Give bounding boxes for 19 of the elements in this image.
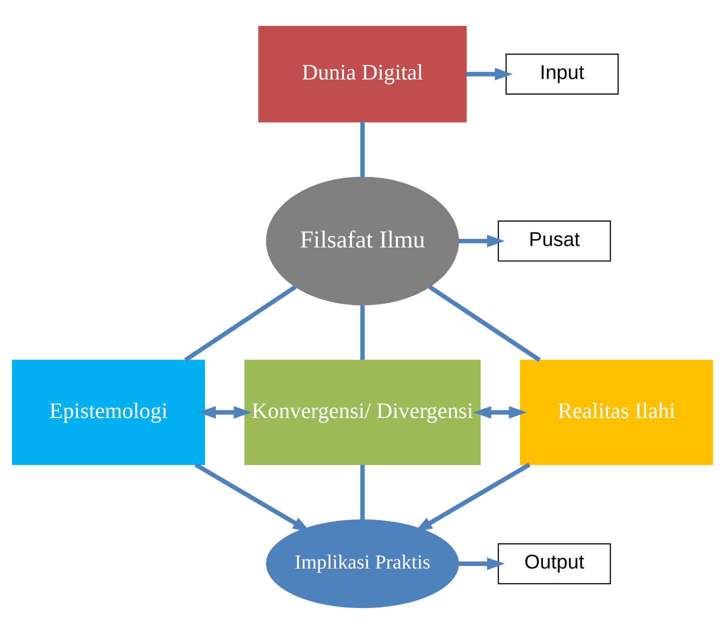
- node-box: Pusat: [498, 220, 611, 262]
- node-box: Konvergensi/ Divergensi: [244, 359, 481, 465]
- node-box: Dunia Digital: [258, 25, 467, 122]
- arrow: [458, 234, 505, 247]
- connector: [360, 122, 365, 177]
- connector: [360, 464, 365, 520]
- node-ellipse: Filsafat Ilmu: [266, 176, 459, 305]
- arrow: [198, 406, 252, 418]
- arrow: [466, 67, 513, 80]
- node-ellipse: Implikasi Praktis: [266, 518, 459, 608]
- node-box: Input: [506, 53, 619, 94]
- arrow: [458, 557, 505, 570]
- node-box: Output: [498, 542, 611, 584]
- arrow: [473, 406, 527, 418]
- connector: [428, 284, 541, 362]
- connector: [184, 284, 297, 362]
- node-box: Epistemologi: [12, 359, 206, 465]
- connector: [360, 304, 365, 360]
- node-box: Realitas Ilahi: [520, 359, 713, 465]
